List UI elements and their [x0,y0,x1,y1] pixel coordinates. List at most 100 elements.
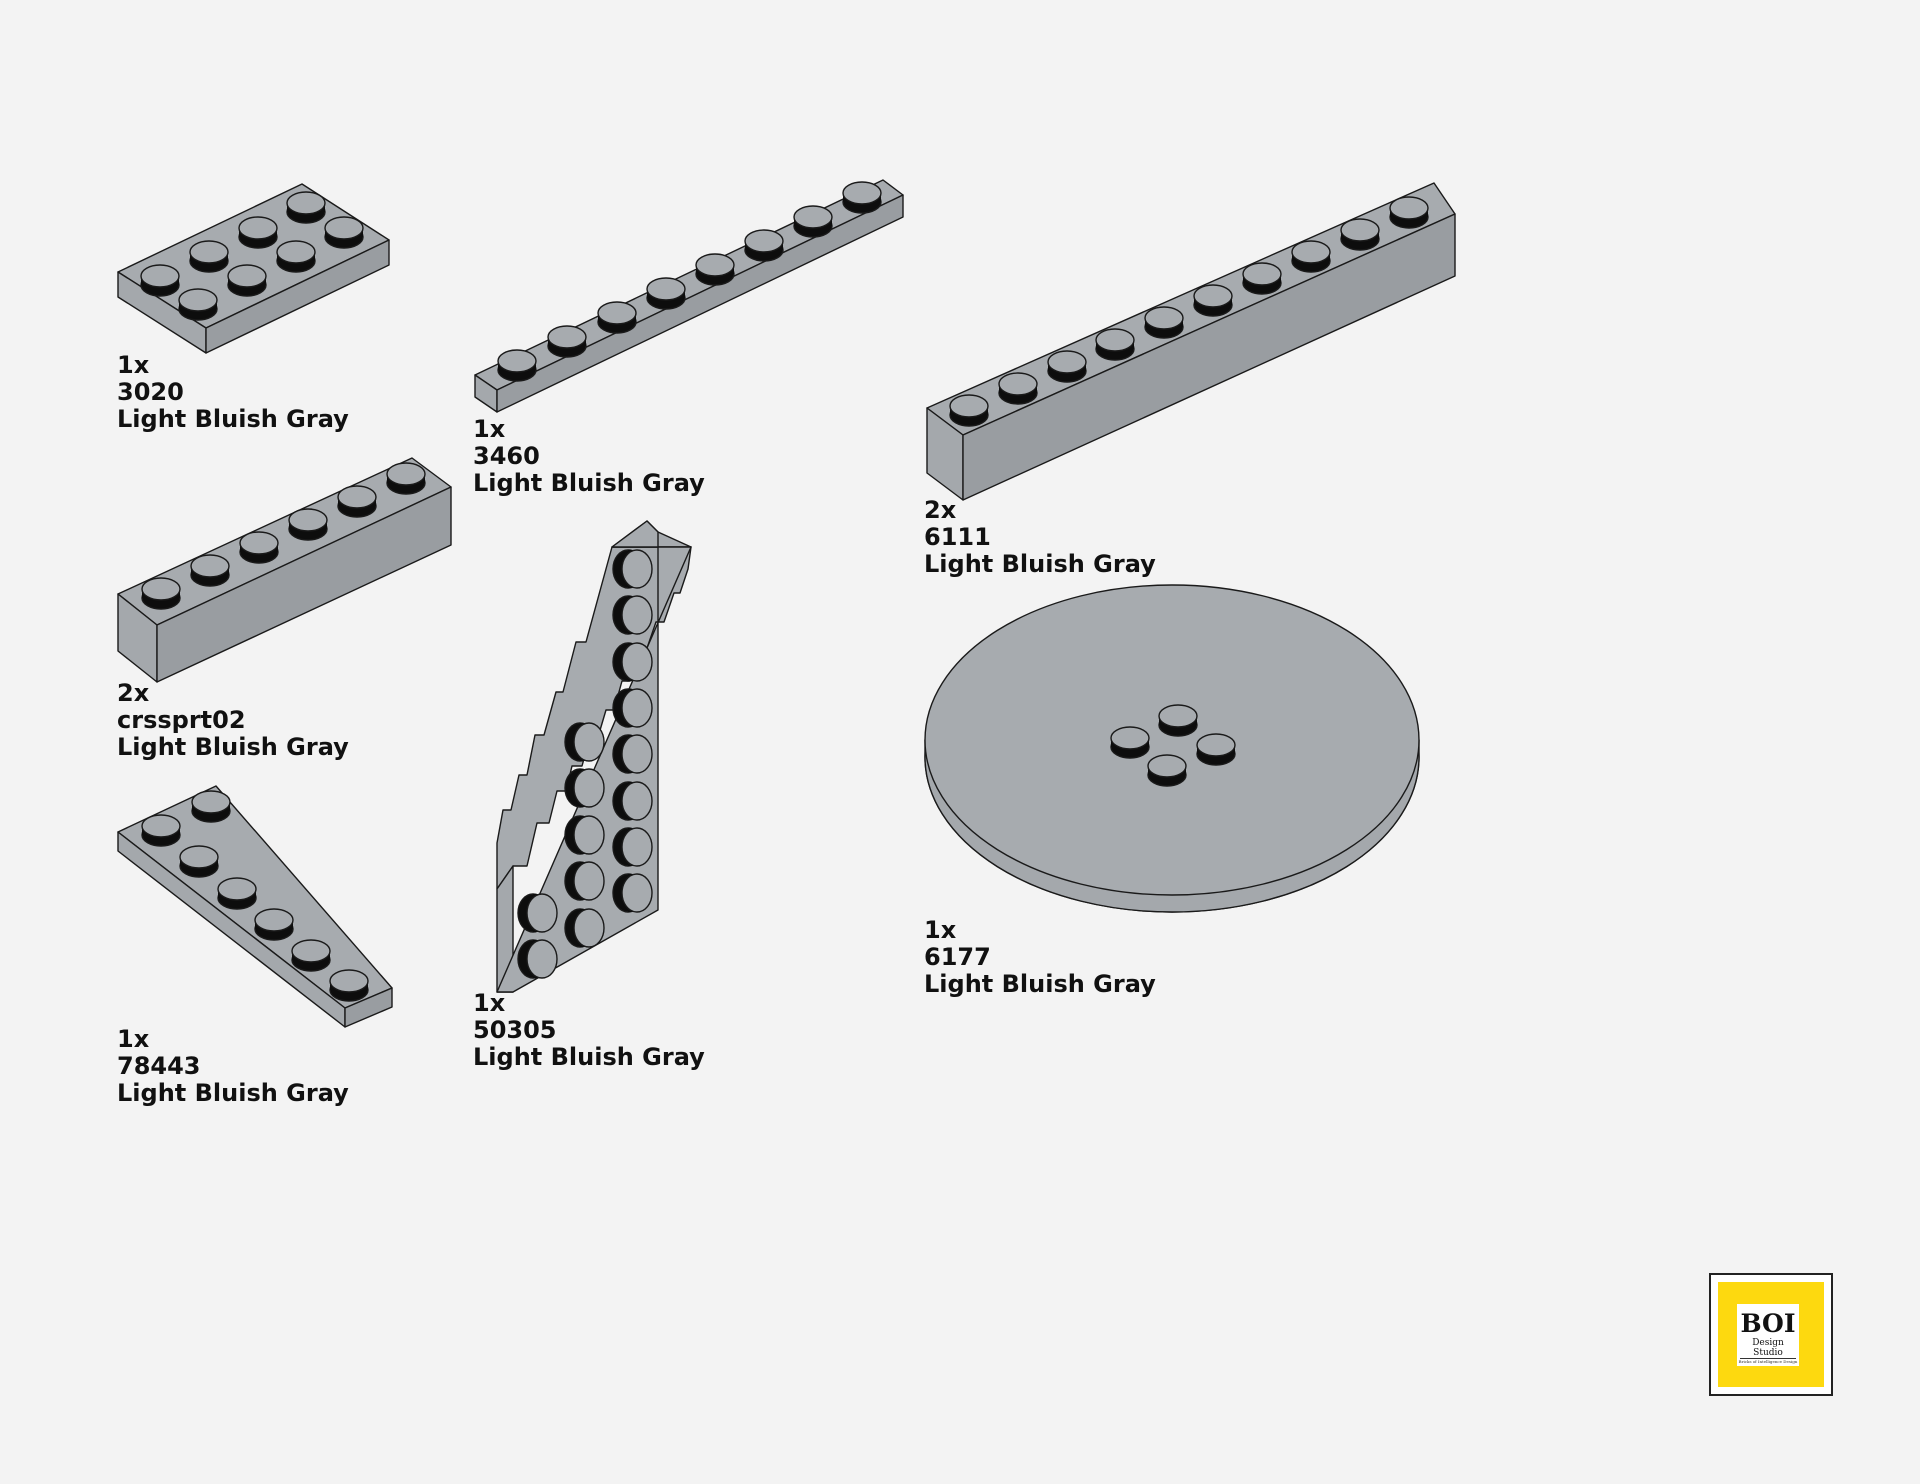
stud [227,264,267,297]
part-color-name: Light Bluish Gray [924,550,1156,578]
part-qty: 1x [473,989,506,1017]
part-color-name: Light Bluish Gray [117,1079,349,1107]
stud [386,462,426,495]
part-label-crssprt02: 2x crssprt02 Light Bluish Gray [117,680,349,761]
part-label-50305: 1x 50305 Light Bluish Gray [473,990,705,1071]
part-label-78443: 1x 78443 Light Bluish Gray [117,1026,349,1107]
stud [612,642,653,682]
part-crssprt02-brick-drawing [117,457,452,683]
part-qty: 1x [117,1025,150,1053]
part-color-name: Light Bluish Gray [473,469,705,497]
part-number: 78443 [117,1052,201,1080]
stud [141,814,181,847]
stud [179,845,219,878]
stud [564,722,605,762]
part-qty: 1x [473,415,506,443]
stud [612,781,653,821]
stud [564,861,605,901]
stud [337,485,377,518]
stud [239,531,279,564]
part-color-name: Light Bluish Gray [924,970,1156,998]
part-number: 6177 [924,943,991,971]
part-qty: 2x [924,496,957,524]
part-label-6111: 2x 6111 Light Bluish Gray [924,497,1156,578]
part-3020-plate-drawing [117,183,390,354]
stud [141,577,181,610]
stud [564,908,605,948]
part-number: 3020 [117,378,184,406]
stud [1389,196,1429,229]
stud [612,688,653,728]
part-color-name: Light Bluish Gray [117,733,349,761]
part-number: crssprt02 [117,706,246,734]
stud [190,554,230,587]
stud [842,181,882,214]
logo-tagline: Bricks of Intelligence Design [1738,1359,1798,1364]
stud [612,734,653,774]
stud [1144,306,1184,339]
stud [1291,240,1331,273]
stud [276,240,316,273]
part-color-name: Light Bluish Gray [117,405,349,433]
stud [793,205,833,238]
stud [612,549,653,589]
part-6177-round-plate-drawing [924,584,1420,913]
stud [1158,704,1198,737]
part-label-6177: 1x 6177 Light Bluish Gray [924,917,1156,998]
part-qty: 2x [117,679,150,707]
stud [217,877,257,910]
logo-card: BOI Design Studio Bricks of Intelligence… [1737,1304,1799,1366]
stud [329,969,369,1002]
part-qty: 1x [117,351,150,379]
stud [140,264,180,297]
stud [1242,262,1282,295]
logo-brand: BOI [1740,1309,1796,1338]
part-50305-wedge-drawing [496,520,692,993]
part-label-3460: 1x 3460 Light Bluish Gray [473,416,705,497]
part-6111-brick-drawing [926,182,1456,501]
stud [288,508,328,541]
stud [189,240,229,273]
stud [1110,726,1150,759]
stud [612,827,653,867]
part-number: 6111 [924,523,991,551]
logo-yellow-frame: BOI Design Studio Bricks of Intelligence… [1718,1282,1824,1387]
part-label-3020: 1x 3020 Light Bluish Gray [117,352,349,433]
stud [564,768,605,808]
stud [646,277,686,310]
stud [1340,218,1380,251]
stud [1147,754,1187,787]
stud [744,229,784,262]
stud [1047,350,1087,383]
part-78443-wedge-drawing [117,785,393,1028]
stud [178,288,218,321]
stud [254,908,294,941]
stud [517,893,558,933]
stud [517,939,558,979]
stud [191,790,231,823]
stud [547,325,587,358]
part-color-name: Light Bluish Gray [473,1043,705,1071]
stud [1196,733,1236,766]
stud [497,349,537,382]
stud [564,815,605,855]
stud [238,216,278,249]
stud [998,372,1038,405]
part-number: 50305 [473,1016,557,1044]
stud [597,301,637,334]
logo-studio: Design Studio [1740,1338,1796,1359]
part-number: 3460 [473,442,540,470]
part-3460-plate-drawing [474,179,904,413]
stud [949,394,989,427]
boi-logo: BOI Design Studio Bricks of Intelligence… [1709,1273,1833,1396]
stud [695,253,735,286]
stud [286,191,326,224]
stud [1095,328,1135,361]
stud [324,216,364,249]
stud [291,939,331,972]
stud [612,873,653,913]
stud [612,595,653,635]
stud [1193,284,1233,317]
part-qty: 1x [924,916,957,944]
